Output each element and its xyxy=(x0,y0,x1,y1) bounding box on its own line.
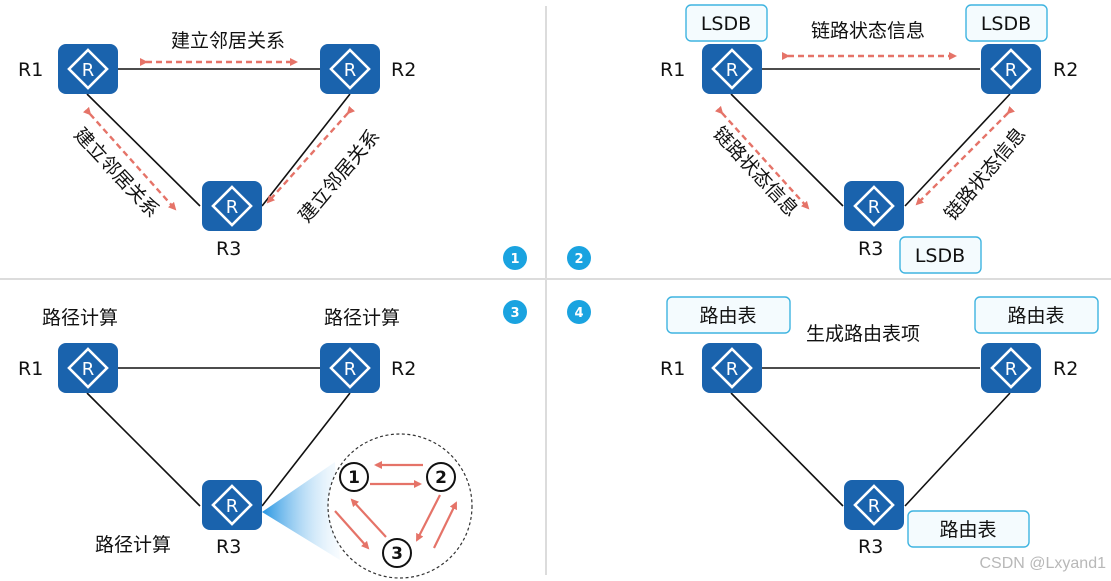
r2-name: R2 xyxy=(1053,59,1078,81)
routing-table-box-r2: 路由表 xyxy=(974,296,1099,334)
r3-name: R3 xyxy=(858,536,883,558)
svg-text:R: R xyxy=(226,197,239,218)
r2-name: R2 xyxy=(391,59,416,81)
panel-2-lsdb-sync: R R R R1 R2 R3 LSDB LSDB LSDB 链路状态信息 链路状… xyxy=(567,4,1078,274)
svg-text:3: 3 xyxy=(391,544,403,564)
spf-node-3: 3 xyxy=(382,538,412,568)
router-r3-icon: R xyxy=(200,478,264,532)
label-lsinfo-left: 链路状态信息 xyxy=(708,123,802,221)
r2-name: R2 xyxy=(391,358,416,380)
lsdb-box-r1: LSDB xyxy=(685,4,768,42)
zoom-beam xyxy=(262,462,340,560)
arrow-r2-r3 xyxy=(915,105,1016,206)
router-r1-icon: R xyxy=(700,341,764,395)
label-lsinfo-right: 链路状态信息 xyxy=(940,123,1030,224)
panel-1-neighbor: R R R R1 R2 R3 建立邻居关系 建立邻居关系 建立邻居关系 1 xyxy=(18,30,527,270)
svg-text:R: R xyxy=(344,60,357,81)
r3-name: R3 xyxy=(858,238,883,260)
svg-text:1: 1 xyxy=(348,468,360,488)
panel-3-spf: R R R R1 R2 R3 路径计算 路径计算 路径计算 1 2 xyxy=(18,300,527,579)
svg-text:R: R xyxy=(226,496,239,517)
svg-text:4: 4 xyxy=(574,306,583,321)
router-r1-icon: R xyxy=(56,42,120,96)
r1-name: R1 xyxy=(660,59,685,81)
svg-text:3: 3 xyxy=(510,306,519,321)
spf-node-1: 1 xyxy=(339,462,369,492)
svg-text:R: R xyxy=(868,496,881,517)
svg-text:路由表: 路由表 xyxy=(1007,305,1064,327)
svg-text:1: 1 xyxy=(510,252,519,267)
r1-name: R1 xyxy=(18,358,43,380)
svg-text:LSDB: LSDB xyxy=(981,13,1031,35)
router-r1-icon: R xyxy=(700,42,764,96)
svg-text:R: R xyxy=(82,60,95,81)
label-spf-r2: 路径计算 xyxy=(324,307,400,329)
svg-text:R: R xyxy=(726,359,739,380)
label-neighbor-top: 建立邻居关系 xyxy=(171,30,285,52)
label-neighbor-right: 建立邻居关系 xyxy=(294,125,384,226)
routing-table-box-r1: 路由表 xyxy=(666,296,791,334)
svg-text:R: R xyxy=(868,197,881,218)
router-r3-icon: R xyxy=(200,179,264,233)
watermark: CSDN @Lxyand1 xyxy=(979,555,1106,572)
link-r1-r3 xyxy=(730,392,844,507)
svg-text:LSDB: LSDB xyxy=(701,13,751,35)
arrow-r1-r3 xyxy=(715,105,810,210)
svg-text:路由表: 路由表 xyxy=(699,305,756,327)
svg-text:R: R xyxy=(1005,60,1018,81)
lsdb-box-r3: LSDB xyxy=(899,236,982,274)
r1-name: R1 xyxy=(18,59,43,81)
router-r1-icon: R xyxy=(56,341,120,395)
step-badge-4: 4 xyxy=(567,300,591,324)
router-r2-icon: R xyxy=(318,42,382,96)
svg-text:R: R xyxy=(82,359,95,380)
label-spf-r1: 路径计算 xyxy=(42,307,118,329)
step-badge-2: 2 xyxy=(567,246,591,270)
spf-node-2: 2 xyxy=(426,462,456,492)
label-neighbor-left: 建立邻居关系 xyxy=(69,124,163,222)
svg-text:2: 2 xyxy=(574,252,583,267)
router-r2-icon: R xyxy=(979,341,1043,395)
svg-text:LSDB: LSDB xyxy=(915,245,965,267)
lsdb-box-r2: LSDB xyxy=(965,4,1048,42)
router-r3-icon: R xyxy=(842,179,906,233)
r2-name: R2 xyxy=(1053,358,1078,380)
arrow-r1-r3 xyxy=(83,106,177,211)
routing-table-box-r3: 路由表 xyxy=(907,510,1030,548)
label-spf-r3: 路径计算 xyxy=(95,534,171,556)
svg-text:R: R xyxy=(726,60,739,81)
panel-4-routing-table: R R R R1 R2 R3 路由表 路由表 路由表 生成路由表项 4 xyxy=(567,296,1099,558)
svg-text:2: 2 xyxy=(435,468,447,488)
step-badge-1: 1 xyxy=(503,246,527,270)
r3-name: R3 xyxy=(216,536,241,558)
link-r2-r3 xyxy=(261,392,351,507)
r3-name: R3 xyxy=(216,238,241,260)
r1-name: R1 xyxy=(660,358,685,380)
link-r1-r3 xyxy=(86,392,201,507)
label-generate-routes: 生成路由表项 xyxy=(806,323,920,345)
step-badge-3: 3 xyxy=(503,300,527,324)
svg-text:R: R xyxy=(344,359,357,380)
router-r2-icon: R xyxy=(979,42,1043,96)
spf-zoom-circle: 1 2 3 xyxy=(327,433,473,579)
svg-text:R: R xyxy=(1005,359,1018,380)
link-r2-r3 xyxy=(904,392,1011,507)
router-r3-icon: R xyxy=(842,478,906,532)
label-lsinfo-top: 链路状态信息 xyxy=(811,20,925,42)
router-r2-icon: R xyxy=(318,341,382,395)
svg-text:路由表: 路由表 xyxy=(939,519,996,541)
